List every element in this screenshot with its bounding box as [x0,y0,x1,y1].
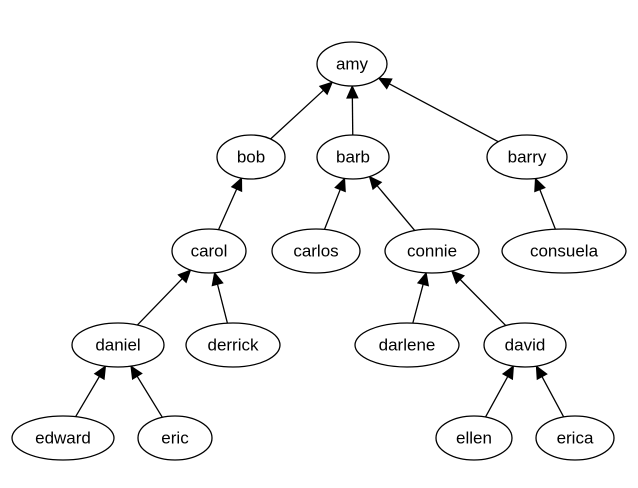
node-label: consuela [530,242,599,261]
edge-eric-to-daniel [130,365,163,418]
edge-line [270,89,324,140]
edge-derrick-to-carol [211,271,229,324]
arrowhead-icon [230,177,243,193]
edge-line [217,188,238,231]
edge-line [484,376,509,418]
node-david: david [483,322,567,368]
edge-line [323,189,341,230]
node-layer: amy bob barb barry carol carlos connie consuela… [11,41,627,461]
arrowhead-icon [501,365,515,381]
node-label: barb [336,148,370,167]
edge-line [136,278,183,326]
node-label: connie [407,242,457,261]
node-carol: carol [171,228,247,274]
node-ellipse [271,228,361,274]
node-ellipse [316,134,390,180]
arrowhead-icon [535,365,548,381]
node-label: david [505,336,546,355]
edge-connie-to-barb [368,175,416,231]
node-barb: barb [316,134,390,180]
node-ellipse [71,322,165,368]
node-label: daniel [95,336,140,355]
node-derrick: derrick [185,322,281,368]
arrowhead-icon [334,177,346,193]
edge-line [216,284,229,324]
edge-daniel-to-carol [136,269,192,326]
edge-layer [75,77,565,418]
node-ellipse [501,228,627,274]
node-edward: edward [11,415,115,461]
node-label: darlene [379,336,436,355]
node-ellipse [486,134,568,180]
edge-line [136,376,163,418]
node-darlene: darlene [354,322,460,368]
node-ellipse [316,41,388,87]
node-amy: amy [316,41,388,87]
edge-line [539,189,557,230]
node-ellipse [216,134,286,180]
node-ellipse [171,228,247,274]
node-eric: eric [137,415,213,461]
node-ellipse [354,322,460,368]
edge-consuela-to-barry [534,177,557,230]
node-daniel: daniel [71,322,165,368]
edge-carlos-to-barb [323,177,346,230]
node-ellipse [483,322,567,368]
edge-erica-to-david [535,365,565,418]
node-connie: connie [384,228,480,274]
node-bob: bob [216,134,286,180]
edge-edward-to-daniel [75,365,107,418]
arrowhead-icon [93,365,107,381]
arrowhead-icon [346,84,359,99]
node-label: eric [161,429,189,448]
arrowhead-icon [416,271,430,287]
arrowhead-icon [318,81,334,96]
arrowhead-icon [368,175,383,191]
node-label: bob [237,148,265,167]
node-label: carol [191,242,228,261]
arrowhead-icon [211,271,224,287]
node-label: derrick [207,336,259,355]
edge-ellen-to-david [484,365,515,418]
node-ellipse [185,322,281,368]
arrowhead-icon [177,269,192,284]
edge-bob-to-amy [270,81,334,140]
node-label: carlos [293,242,338,261]
node-carlos: carlos [271,228,361,274]
node-label: edward [35,429,91,448]
arrowhead-icon [450,270,466,285]
node-ellipse [11,415,115,461]
edge-barry-to-amy [377,77,499,143]
node-barry: barry [486,134,568,180]
node-label: ellen [456,429,492,448]
edge-david-to-connie [450,270,507,327]
node-ellen: ellen [435,415,513,461]
node-ellipse [435,415,513,461]
arrowhead-icon [377,77,393,90]
node-ellipse [384,228,480,274]
edge-carol-to-bob [217,177,243,231]
edge-darlene-to-connie [412,271,430,324]
node-label: amy [336,55,369,74]
arrowhead-icon [130,365,143,381]
node-label: erica [557,429,594,448]
edge-line [75,376,100,418]
edge-line [541,376,565,418]
arrowhead-icon [534,177,546,193]
edge-barb-to-amy [346,84,359,136]
edge-line [459,279,507,327]
edge-line [389,83,499,143]
edge-line [376,185,416,231]
node-erica: erica [535,415,615,461]
edge-line [412,284,424,324]
node-ellipse [137,415,213,461]
node-ellipse [535,415,615,461]
node-label: barry [508,148,547,167]
node-consuela: consuela [501,228,627,274]
